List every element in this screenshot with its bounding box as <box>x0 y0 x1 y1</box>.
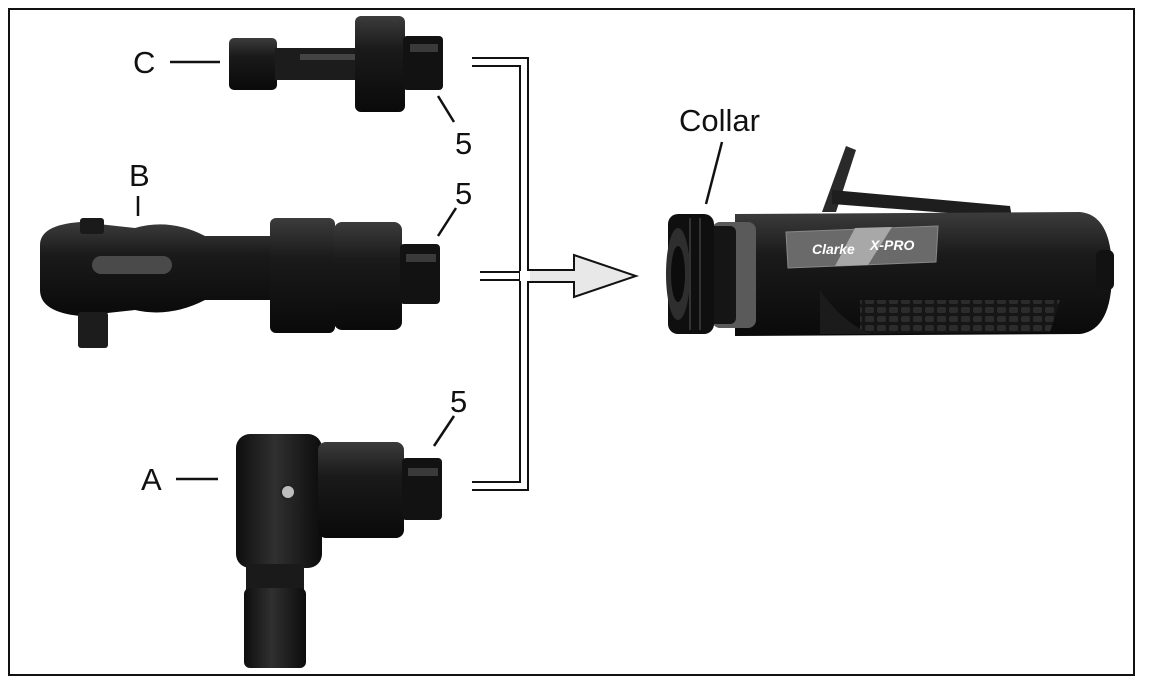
air-tool: Clarke X-PRO <box>666 146 1114 336</box>
label-5-c: 5 <box>455 126 473 161</box>
ratchet-coupler <box>400 244 440 304</box>
leader-5-b <box>436 207 458 237</box>
ratchet-nut <box>270 218 335 333</box>
extension-nut <box>355 16 405 112</box>
tool-trigger-lever <box>832 190 1012 218</box>
label-5-b: 5 <box>455 176 473 211</box>
figure-frame <box>8 8 1135 676</box>
ratchet-slot <box>92 256 172 274</box>
brand-badge-right: X-PRO <box>869 237 914 253</box>
extension-end-socket <box>229 38 277 90</box>
label-b: B <box>129 158 150 193</box>
leader-5-a <box>432 415 456 447</box>
angle-output-socket <box>244 588 306 668</box>
leader-lines <box>136 60 724 481</box>
ratchet-motor-housing <box>334 222 402 330</box>
label-5-a: 5 <box>450 384 468 419</box>
angle-neck <box>246 564 304 590</box>
ratchet-square-drive <box>78 312 108 348</box>
extension-shaft <box>275 48 365 80</box>
tool-grip <box>860 300 1060 334</box>
brand-badge-left: Clarke <box>812 241 855 257</box>
leader-collar <box>704 141 724 205</box>
attachment-c <box>229 16 443 112</box>
tool-rear-cap <box>1096 250 1114 290</box>
ratchet-lever <box>80 218 104 234</box>
angle-screw <box>280 484 296 500</box>
angle-motor-housing <box>318 442 404 538</box>
attachment-a <box>236 434 442 668</box>
tool-lever-stand <box>822 146 856 212</box>
leader-5-c <box>436 95 456 123</box>
arrow-to-tool <box>520 253 640 299</box>
angle-head <box>236 434 322 568</box>
label-collar: Collar <box>679 103 760 138</box>
angle-coupler <box>402 458 442 520</box>
attachment-b <box>40 218 440 348</box>
label-c: C <box>133 45 156 80</box>
connector-bracket <box>472 57 529 491</box>
label-a: A <box>141 462 162 497</box>
